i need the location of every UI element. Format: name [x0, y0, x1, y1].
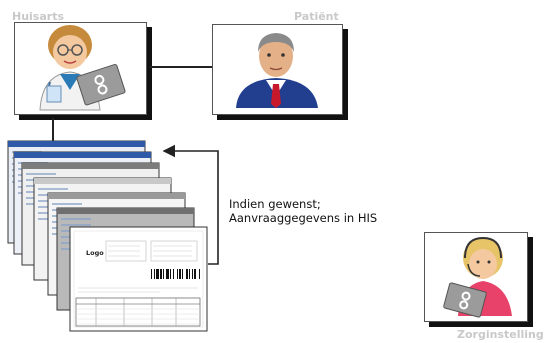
- patient-icon: [236, 33, 318, 108]
- document-logo: Logo: [86, 249, 104, 257]
- huisarts-label: Huisarts: [12, 10, 65, 23]
- doctor-with-laptop-icon: [39, 25, 126, 111]
- request-form-document: Logo: [69, 226, 208, 332]
- arrow-to-his: [162, 144, 219, 265]
- operator-with-headset-icon: [443, 236, 512, 318]
- zorginstelling-label: Zorginstelling: [457, 328, 544, 341]
- barcode-icon: [151, 269, 200, 279]
- patient-label: Patiënt: [294, 10, 339, 23]
- annotation-line-1: Indien gewenst;: [229, 197, 321, 211]
- annotation-line-2: Aanvraaggegevens in HIS: [229, 211, 378, 225]
- annotation-text: Indien gewenst; Aanvraaggegevens in HIS: [229, 197, 377, 225]
